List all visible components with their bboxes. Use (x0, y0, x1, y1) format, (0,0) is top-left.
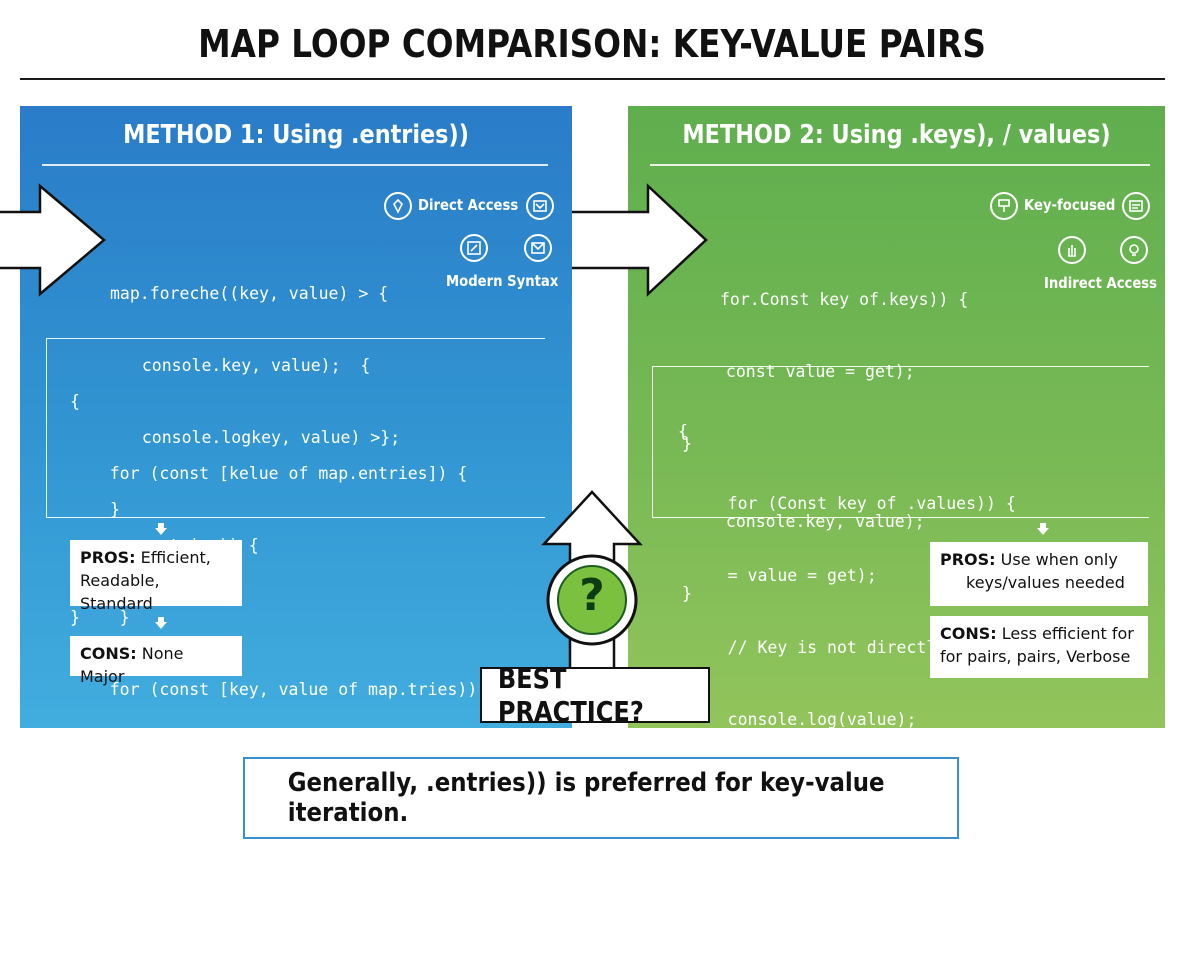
cons-text: for pairs, pairs, Verbose (940, 647, 1131, 666)
method1-panel: METHOD 1: Using .entries)) Direct Access… (20, 106, 572, 915)
method1-title: METHOD 1: Using .entries)) (123, 120, 469, 150)
down-arrow-icon (155, 523, 167, 535)
code-line: = value = get); (678, 566, 877, 585)
down-arrow-icon (1037, 523, 1049, 535)
method1-pros-card: PROS: Efficient, Readable, Standard (70, 540, 242, 613)
title-divider (20, 78, 1165, 80)
method2-code-box (652, 366, 1149, 518)
method2-code-box-text: { for (Const key of .values)) { = value … (678, 372, 1056, 852)
cons-text: None Major (80, 644, 184, 686)
code-line: for (Const key of .values)) { (678, 494, 1016, 513)
direct-access-icon (384, 192, 412, 220)
best-practice-label: BEST PRACTICE? (480, 662, 710, 728)
method1-code-box (46, 338, 545, 518)
code-line: } (110, 500, 120, 519)
code-line: { (678, 422, 688, 441)
list-box-icon (1122, 192, 1150, 220)
down-arrow-icon (155, 617, 167, 629)
method2-panel: METHOD 2: Using .keys), / values) Key-fo… (628, 106, 1165, 801)
code-line: console.ley, value) { (70, 752, 369, 771)
mail-box-icon (524, 234, 552, 262)
key-focused-badge: Key-focused (1024, 196, 1116, 214)
edit-box-icon (460, 234, 488, 262)
modern-syntax-badge: Modern Syntax (446, 272, 559, 290)
method2-title-rule (650, 164, 1150, 166)
method1-title-rule (42, 164, 548, 166)
code-line: console.logkey, value) >}; (122, 428, 401, 447)
bulb-icon (1120, 236, 1148, 264)
method2-code-top: for.Const key of.keys)) { const value = … (682, 240, 969, 654)
pros-text: Use when only (1000, 550, 1118, 569)
code-line: } (70, 896, 80, 915)
key-icon (990, 192, 1018, 220)
pros-text: Readable, Standard (80, 571, 160, 613)
pros-text: Efficient, (140, 548, 211, 567)
code-line: for (const [key, value of map.tries)) { (70, 680, 498, 699)
code-line: console.key, value); { (122, 356, 371, 375)
page-title: MAP LOOP COMPARISON: KEY-VALUE PAIRS (198, 22, 986, 66)
method1-code-top: map.foreche((key, value) > { console.key… (110, 234, 400, 570)
pros-label: PROS: (940, 550, 996, 569)
method1-cons-card: CONS: None Major (70, 636, 242, 686)
pros-label: PROS: (80, 548, 136, 567)
hand-icon (1058, 236, 1086, 264)
code-line: for (const [kelue of map.entries]) { (70, 464, 468, 483)
indirect-access-badge: Indirect Access (1044, 274, 1158, 292)
code-line: } (70, 824, 140, 843)
cons-text: Less efficient for (1001, 624, 1134, 643)
code-line: } (682, 584, 692, 603)
method2-cons-card: CONS: Less efficient for for pairs, pair… (930, 616, 1148, 678)
code-line: } } (70, 608, 130, 627)
conclusion-box: Generally, .entries)) is preferred for k… (243, 757, 959, 839)
question-mark-icon: ? (579, 570, 605, 621)
up-arrow-icon (541, 490, 643, 670)
code-line: console.key, value); (716, 512, 925, 531)
conclusion-text: Generally, .entries)) is preferred for k… (287, 768, 885, 828)
right-arrow-icon (0, 183, 106, 297)
right-arrow-icon (572, 183, 708, 297)
method2-title: METHOD 2: Using .keys), / values) (682, 120, 1111, 150)
code-line: { (70, 392, 80, 411)
code-line: } (682, 434, 692, 453)
code-line: console.log(value); (678, 710, 917, 729)
pros-text: keys/values needed (966, 573, 1125, 592)
cons-label: CONS: (80, 644, 137, 663)
code-line: } (678, 782, 688, 801)
direct-access-badge: Direct Access (418, 196, 519, 214)
check-box-icon (526, 192, 554, 220)
cons-label: CONS: (940, 624, 997, 643)
code-line: for.Const key of.keys)) { (720, 290, 969, 309)
code-line: map.foreche((key, value) > { (110, 284, 389, 303)
method2-pros-card: PROS: Use when only keys/values needed (930, 542, 1148, 606)
